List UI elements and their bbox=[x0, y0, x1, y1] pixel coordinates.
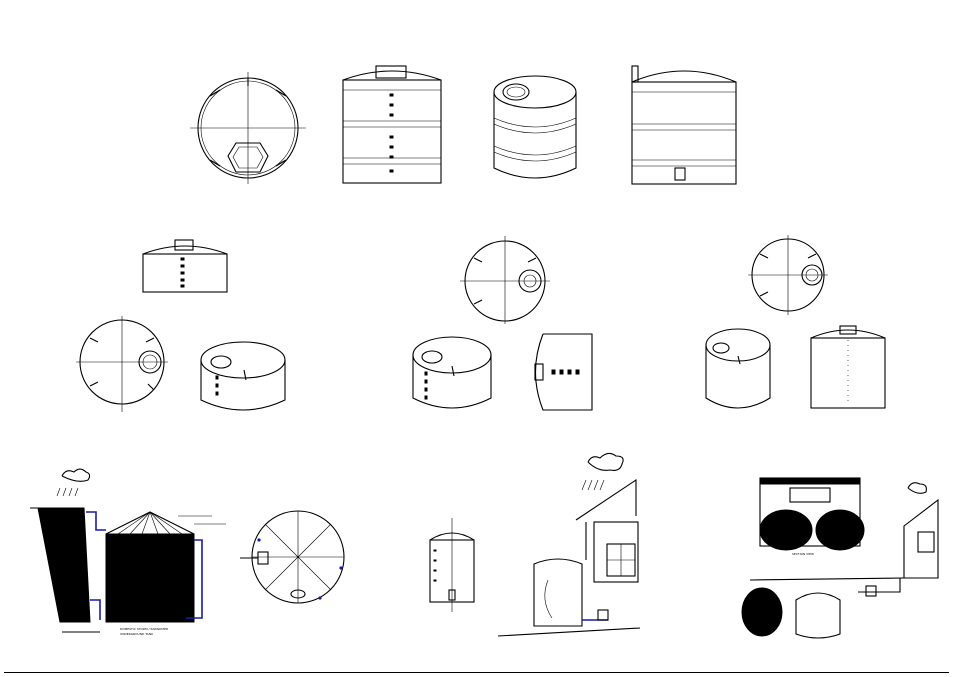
tank-isometric-tall-right bbox=[705, 328, 771, 409]
rainwater-tank-plan bbox=[240, 510, 345, 604]
rainwater-tank-section: DOMESTIC STORM / RAINWATER UNDERGROUND T… bbox=[30, 468, 226, 636]
house-rain-collection bbox=[497, 452, 641, 637]
tank-isometric-center bbox=[412, 336, 492, 409]
tank-elevation-ribbed bbox=[342, 65, 442, 184]
tank-isometric-ribbed bbox=[493, 75, 577, 179]
svg-text:SECTION VIEW: SECTION VIEW bbox=[792, 552, 814, 556]
svg-text:DOMESTIC STORM / RAINWATER: DOMESTIC STORM / RAINWATER bbox=[120, 627, 168, 631]
tank-top-view-large bbox=[190, 72, 306, 184]
tank-top-view-left bbox=[76, 316, 168, 412]
tank-standalone-elevation bbox=[429, 518, 475, 612]
underground-tank-system: SECTION VIEW bbox=[741, 477, 939, 639]
tank-horizontal-elevation bbox=[534, 333, 593, 411]
tank-top-view-right bbox=[748, 235, 828, 315]
tank-tall-elevation-right bbox=[810, 325, 886, 409]
sheet-bottom-border bbox=[4, 672, 949, 673]
tank-isometric-squat-left bbox=[200, 341, 286, 411]
tank-side-elevation bbox=[631, 65, 737, 185]
tank-top-view-center bbox=[460, 236, 550, 324]
svg-text:UNDERGROUND TANK: UNDERGROUND TANK bbox=[120, 632, 154, 636]
tank-low-elevation bbox=[142, 239, 228, 293]
